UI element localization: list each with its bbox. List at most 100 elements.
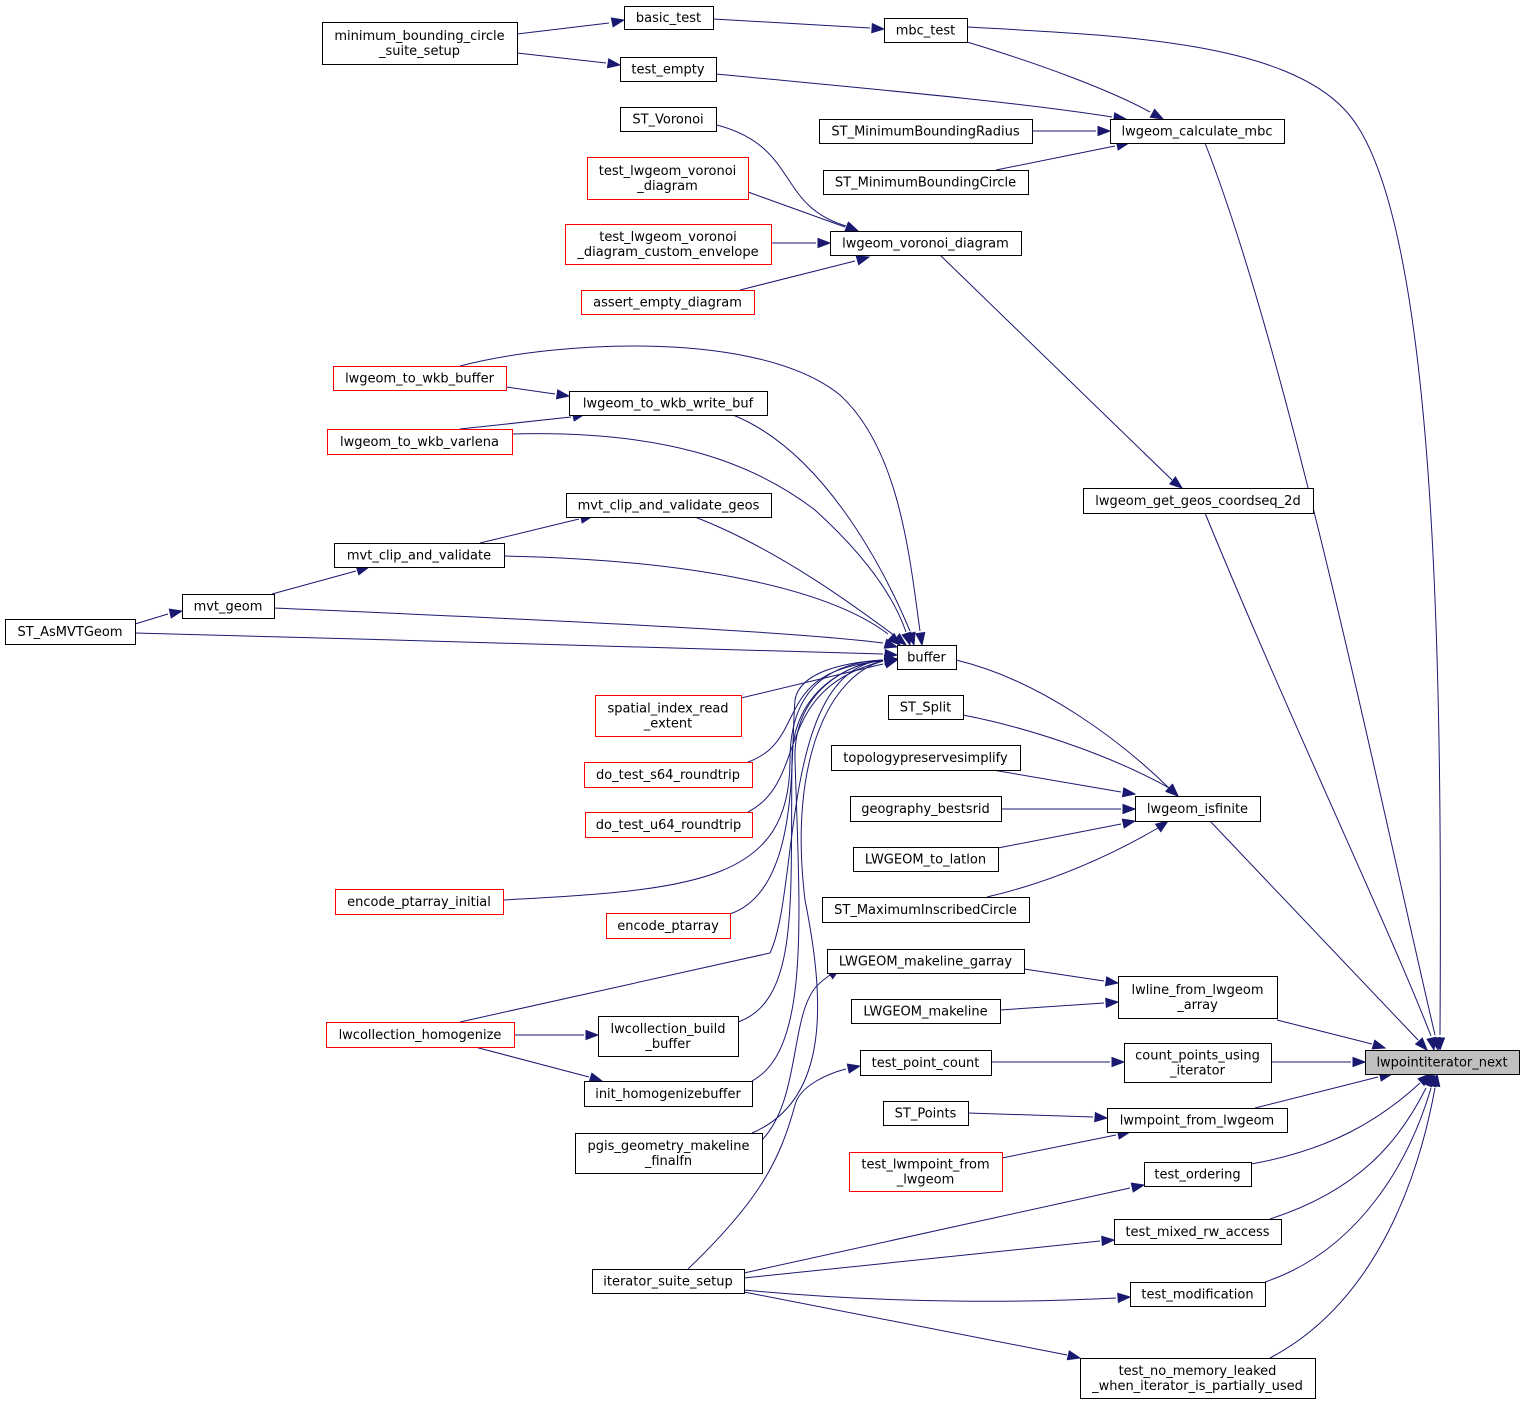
node-lwgeom-to-latlon[interactable]: LWGEOM_to_latlon bbox=[853, 847, 999, 872]
node-test-lwgeom-voronoi-diagram[interactable]: test_lwgeom_voronoi_diagram bbox=[587, 157, 749, 200]
node-label: _lwgeom bbox=[896, 1173, 955, 1188]
arrowhead-icon bbox=[1414, 1037, 1428, 1052]
edge-mbc_test-to-lwgeom_calculate_mbc bbox=[966, 41, 1165, 120]
node-box bbox=[333, 366, 507, 391]
node-box bbox=[335, 889, 504, 915]
node-box bbox=[595, 695, 742, 737]
node-box bbox=[575, 1133, 763, 1174]
edge-line bbox=[1264, 1087, 1432, 1283]
node-label: ST_MinimumBoundingRadius bbox=[831, 125, 1019, 140]
node-do-test-u64-roundtrip[interactable]: do_test_u64_roundtrip bbox=[585, 812, 753, 838]
arrowhead-icon bbox=[1154, 820, 1170, 833]
node-buffer[interactable]: buffer bbox=[897, 645, 957, 670]
node-pgis-geometry-makeline-finalfn[interactable]: pgis_geometry_makeline_finalfn bbox=[575, 1133, 763, 1174]
edge-line bbox=[502, 659, 884, 901]
node-label: encode_ptarray_initial bbox=[347, 895, 491, 910]
node-st-minimumboundingradius[interactable]: ST_MinimumBoundingRadius bbox=[819, 119, 1033, 144]
node-label: _buffer bbox=[644, 1037, 691, 1052]
edge-line bbox=[732, 414, 911, 632]
edge-line bbox=[505, 386, 556, 395]
edge-line bbox=[511, 433, 907, 633]
arrowhead-icon bbox=[1097, 125, 1112, 137]
node-test-point-count[interactable]: test_point_count bbox=[860, 1050, 992, 1076]
node-topologypreservesimplify[interactable]: topologypreservesimplify bbox=[831, 745, 1021, 771]
node-mvt-geom[interactable]: mvt_geom bbox=[182, 594, 275, 619]
node-lwcollection-build-buffer[interactable]: lwcollection_build_buffer bbox=[598, 1016, 739, 1057]
node-init-homogenizebuffer[interactable]: init_homogenizebuffer bbox=[584, 1081, 753, 1107]
node-lwcollection-homogenize[interactable]: lwcollection_homogenize bbox=[326, 1022, 515, 1048]
edge-line bbox=[739, 260, 856, 291]
node-box bbox=[1080, 1358, 1316, 1399]
node-lwgeom-makeline-garray[interactable]: LWGEOM_makeline_garray bbox=[827, 949, 1025, 974]
node-st-points[interactable]: ST_Points bbox=[883, 1101, 969, 1126]
arrowhead-icon bbox=[883, 638, 899, 649]
node-lwgeom-to-wkb-varlena[interactable]: lwgeom_to_wkb_varlena bbox=[327, 429, 513, 455]
node-lwline-from-lwgeom-array[interactable]: lwline_from_lwgeom_array bbox=[1118, 976, 1278, 1019]
node-st-minimumboundingcircle[interactable]: ST_MinimumBoundingCircle bbox=[823, 170, 1029, 195]
node-geography-bestsrid[interactable]: geography_bestsrid bbox=[850, 796, 1002, 822]
node-mvt-clip-and-validate-geos[interactable]: mvt_clip_and_validate_geos bbox=[566, 493, 772, 518]
node-lwmpoint-from-lwgeom[interactable]: lwmpoint_from_lwgeom bbox=[1107, 1108, 1288, 1133]
node-test-lwgeom-voronoi-diagram-custom-envelope[interactable]: test_lwgeom_voronoi_diagram_custom_envel… bbox=[565, 224, 772, 265]
arrowhead-icon bbox=[1117, 1292, 1132, 1304]
node-minimum-bounding-circle-suite-setup[interactable]: minimum_bounding_circle_suite_setup bbox=[322, 22, 518, 65]
node-box bbox=[850, 796, 1002, 822]
node-basic-test[interactable]: basic_test bbox=[624, 6, 714, 30]
edge-line bbox=[747, 660, 884, 763]
node-box bbox=[624, 6, 714, 30]
node-encode-ptarray-initial[interactable]: encode_ptarray_initial bbox=[335, 889, 504, 915]
node-st-voronoi[interactable]: ST_Voronoi bbox=[620, 107, 717, 132]
node-box bbox=[598, 1016, 739, 1057]
node-assert-empty-diagram[interactable]: assert_empty_diagram bbox=[581, 290, 755, 315]
node-mbc-test[interactable]: mbc_test bbox=[884, 18, 968, 43]
edge-st_maximuminscribedcircle-to-lwgeom_isfinite bbox=[986, 820, 1170, 898]
node-lwgeom-get-geos-coordseq-2d[interactable]: lwgeom_get_geos_coordseq_2d bbox=[1083, 488, 1314, 514]
arrowhead-icon bbox=[915, 631, 926, 647]
edge-st_points-to-lwmpoint_from_lwgeom bbox=[967, 1111, 1109, 1123]
edge-line bbox=[687, 1068, 847, 1270]
node-count-points-using-iterator[interactable]: count_points_using_iterator bbox=[1124, 1043, 1272, 1083]
edge-test_point_count-to-count_points_using_iterator bbox=[991, 1056, 1126, 1068]
node-st-asmvtgeom[interactable]: ST_AsMVTGeom bbox=[5, 619, 136, 645]
node-lwgeom-to-wkb-write-buf[interactable]: lwgeom_to_wkb_write_buf bbox=[569, 391, 768, 416]
node-box bbox=[606, 913, 731, 939]
node-box bbox=[1114, 1219, 1282, 1245]
node-test-empty[interactable]: test_empty bbox=[620, 57, 717, 82]
edge-iterator_suite_setup-to-test_no_memory_leaked bbox=[743, 1291, 1082, 1361]
edge-line bbox=[715, 73, 1113, 118]
node-lwgeom-isfinite[interactable]: lwgeom_isfinite bbox=[1135, 796, 1261, 822]
edge-line bbox=[271, 570, 357, 595]
edge-line bbox=[962, 714, 1172, 790]
node-label: lwgeom_isfinite bbox=[1147, 802, 1248, 817]
node-encode-ptarray[interactable]: encode_ptarray bbox=[606, 913, 731, 939]
node-mvt-clip-and-validate[interactable]: mvt_clip_and_validate bbox=[334, 543, 505, 568]
edge-pgis_geometry_makeline_finalfn-to-lwgeom_makeline_garray bbox=[761, 967, 842, 1141]
node-lwgeom-makeline[interactable]: LWGEOM_makeline bbox=[851, 999, 1001, 1024]
arrowhead-icon bbox=[1430, 1072, 1441, 1088]
node-iterator-suite-setup[interactable]: iterator_suite_setup bbox=[592, 1269, 745, 1294]
node-test-mixed-rw-access[interactable]: test_mixed_rw_access bbox=[1114, 1219, 1282, 1245]
node-label: test_point_count bbox=[872, 1056, 980, 1071]
node-lwgeom-voronoi-diagram[interactable]: lwgeom_voronoi_diagram bbox=[830, 231, 1022, 256]
node-test-lwmpoint-from-lwgeom[interactable]: test_lwmpoint_from_lwgeom bbox=[849, 1152, 1003, 1192]
node-test-ordering[interactable]: test_ordering bbox=[1144, 1162, 1252, 1187]
edge-line bbox=[1204, 142, 1436, 1036]
node-label: assert_empty_diagram bbox=[593, 296, 742, 311]
edge-iterator_suite_setup-to-test_point_count bbox=[687, 1063, 862, 1270]
node-test-modification[interactable]: test_modification bbox=[1130, 1282, 1266, 1307]
edge-line bbox=[747, 660, 884, 813]
node-lwgeom-to-wkb-buffer[interactable]: lwgeom_to_wkb_buffer bbox=[333, 366, 507, 391]
edge-st_minimumboundingcircle-to-lwgeom_calculate_mbc bbox=[995, 140, 1131, 171]
edge-line bbox=[474, 1046, 590, 1078]
edge-lwgeom_to_latlon-to-lwgeom_isfinite bbox=[997, 818, 1137, 849]
node-label: lwgeom_to_wkb_varlena bbox=[340, 435, 499, 450]
edge-line bbox=[995, 145, 1116, 171]
node-st-split[interactable]: ST_Split bbox=[888, 695, 964, 720]
node-spatial-index-read-extent[interactable]: spatial_index_read_extent bbox=[595, 695, 742, 737]
edge-line bbox=[1269, 1087, 1427, 1220]
node-lwgeom-calculate-mbc[interactable]: lwgeom_calculate_mbc bbox=[1110, 119, 1285, 144]
node-st-maximuminscribedcircle[interactable]: ST_MaximumInscribedCircle bbox=[822, 897, 1030, 923]
node-test-no-memory-leaked[interactable]: test_no_memory_leaked_when_iterator_is_p… bbox=[1080, 1358, 1316, 1399]
node-do-test-s64-roundtrip[interactable]: do_test_s64_roundtrip bbox=[584, 762, 753, 788]
arrowhead-icon bbox=[893, 633, 908, 646]
